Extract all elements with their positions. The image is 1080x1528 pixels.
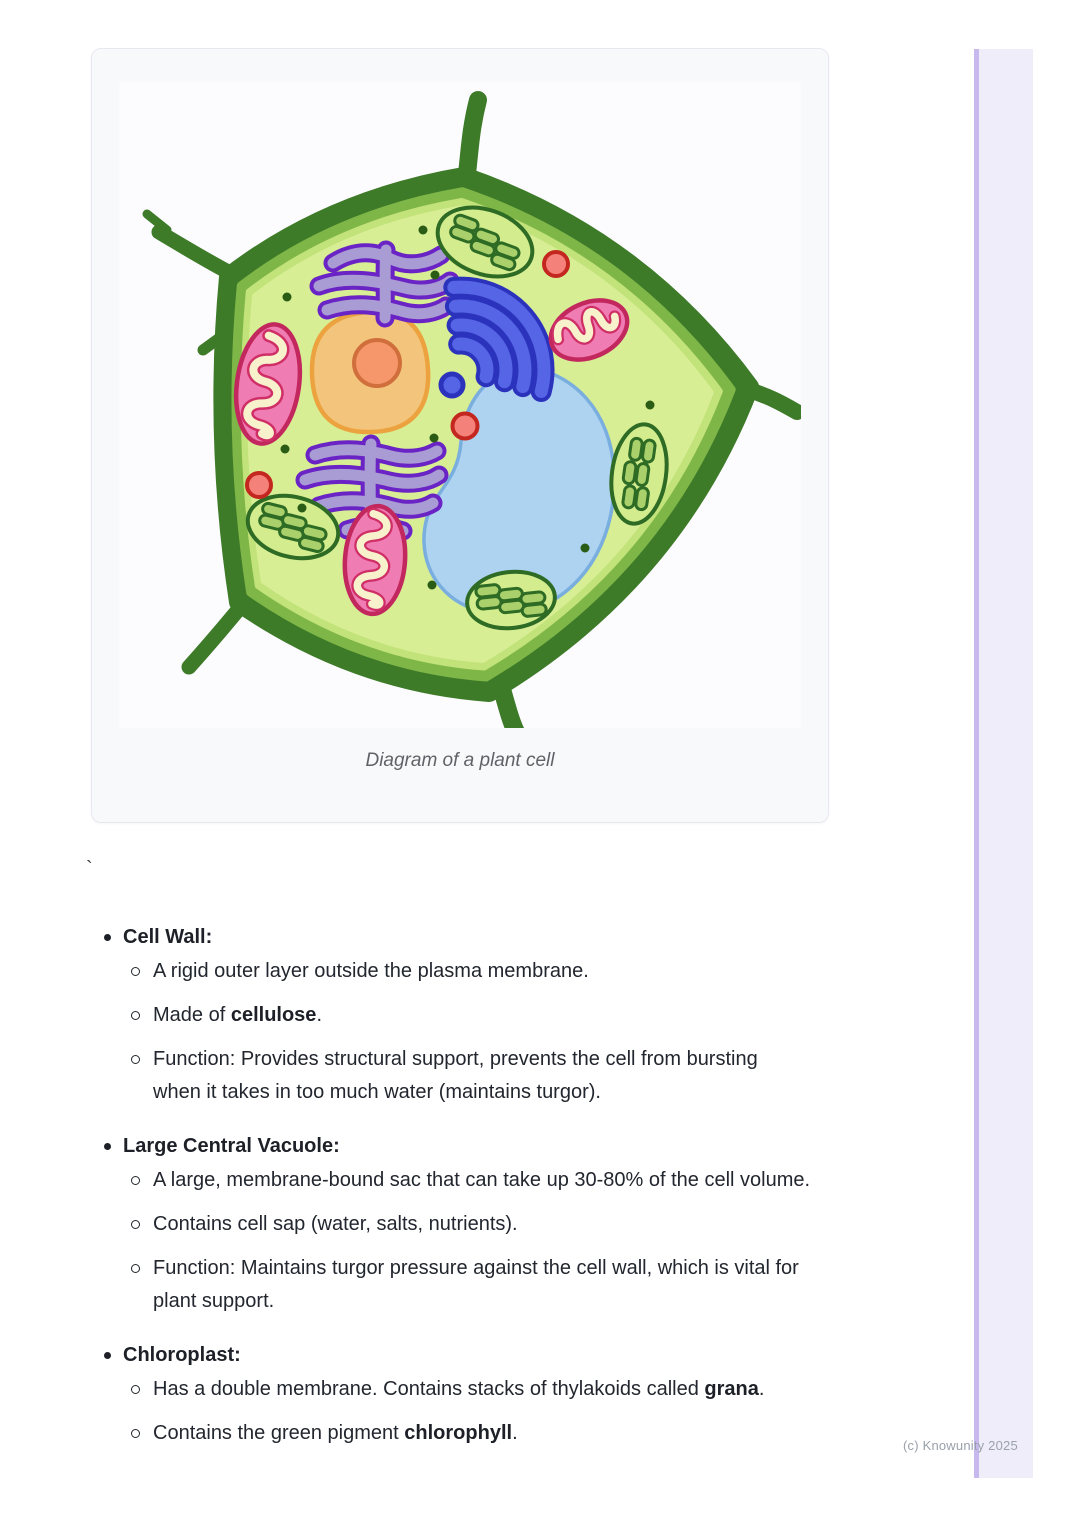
chloroplast (609, 422, 669, 526)
chloroplast (465, 569, 557, 631)
side-panel-edge[interactable] (974, 49, 1033, 1478)
golgi-apparatus (438, 276, 555, 402)
vesicles (245, 250, 570, 499)
mitochondrion (548, 298, 630, 362)
list-item-title: Large Central Vacuole: (96, 1130, 916, 1163)
rough-er-upper (309, 240, 460, 328)
nucleus (309, 309, 431, 435)
stray-backtick: ` (86, 858, 93, 880)
figure-card: Diagram of a plant cell (91, 48, 829, 823)
nucleolus (352, 338, 402, 388)
organelle-list: Cell Wall:A rigid outer layer outside th… (96, 921, 916, 1450)
chloroplast (435, 205, 535, 279)
list-item: Cell Wall:A rigid outer layer outside th… (96, 921, 916, 1109)
list-subitem: Has a double membrane. Contains stacks o… (96, 1373, 916, 1406)
list-subitem: Function: Provides structural support, p… (96, 1043, 916, 1109)
list-subitem: Contains cell sap (water, salts, nutrien… (96, 1208, 916, 1241)
list-item: Chloroplast:Has a double membrane. Conta… (96, 1339, 916, 1450)
list-subitem: A large, membrane-bound sac that can tak… (96, 1164, 916, 1197)
mitochondrion (342, 503, 408, 617)
figure-image (119, 82, 801, 728)
chloroplast (245, 493, 341, 561)
notes-section: Cell Wall:A rigid outer layer outside th… (96, 921, 916, 1450)
list-subitem: Contains the green pigment chlorophyll. (96, 1417, 916, 1450)
mitochondrion (233, 322, 303, 446)
list-item: Large Central Vacuole:A large, membrane-… (96, 1130, 916, 1318)
watermark: (c) Knowunity 2025 (903, 1438, 1018, 1453)
ribosomes (280, 225, 655, 590)
plant-cell-illustration (142, 91, 801, 728)
figure-caption: Diagram of a plant cell (365, 750, 555, 771)
list-subitem: Function: Maintains turgor pressure agai… (96, 1252, 916, 1318)
list-subitem: Made of cellulose. (96, 999, 916, 1032)
list-subitem: A rigid outer layer outside the plasma m… (96, 955, 916, 988)
list-item-title: Cell Wall: (96, 921, 916, 954)
list-item-title: Chloroplast: (96, 1339, 916, 1372)
